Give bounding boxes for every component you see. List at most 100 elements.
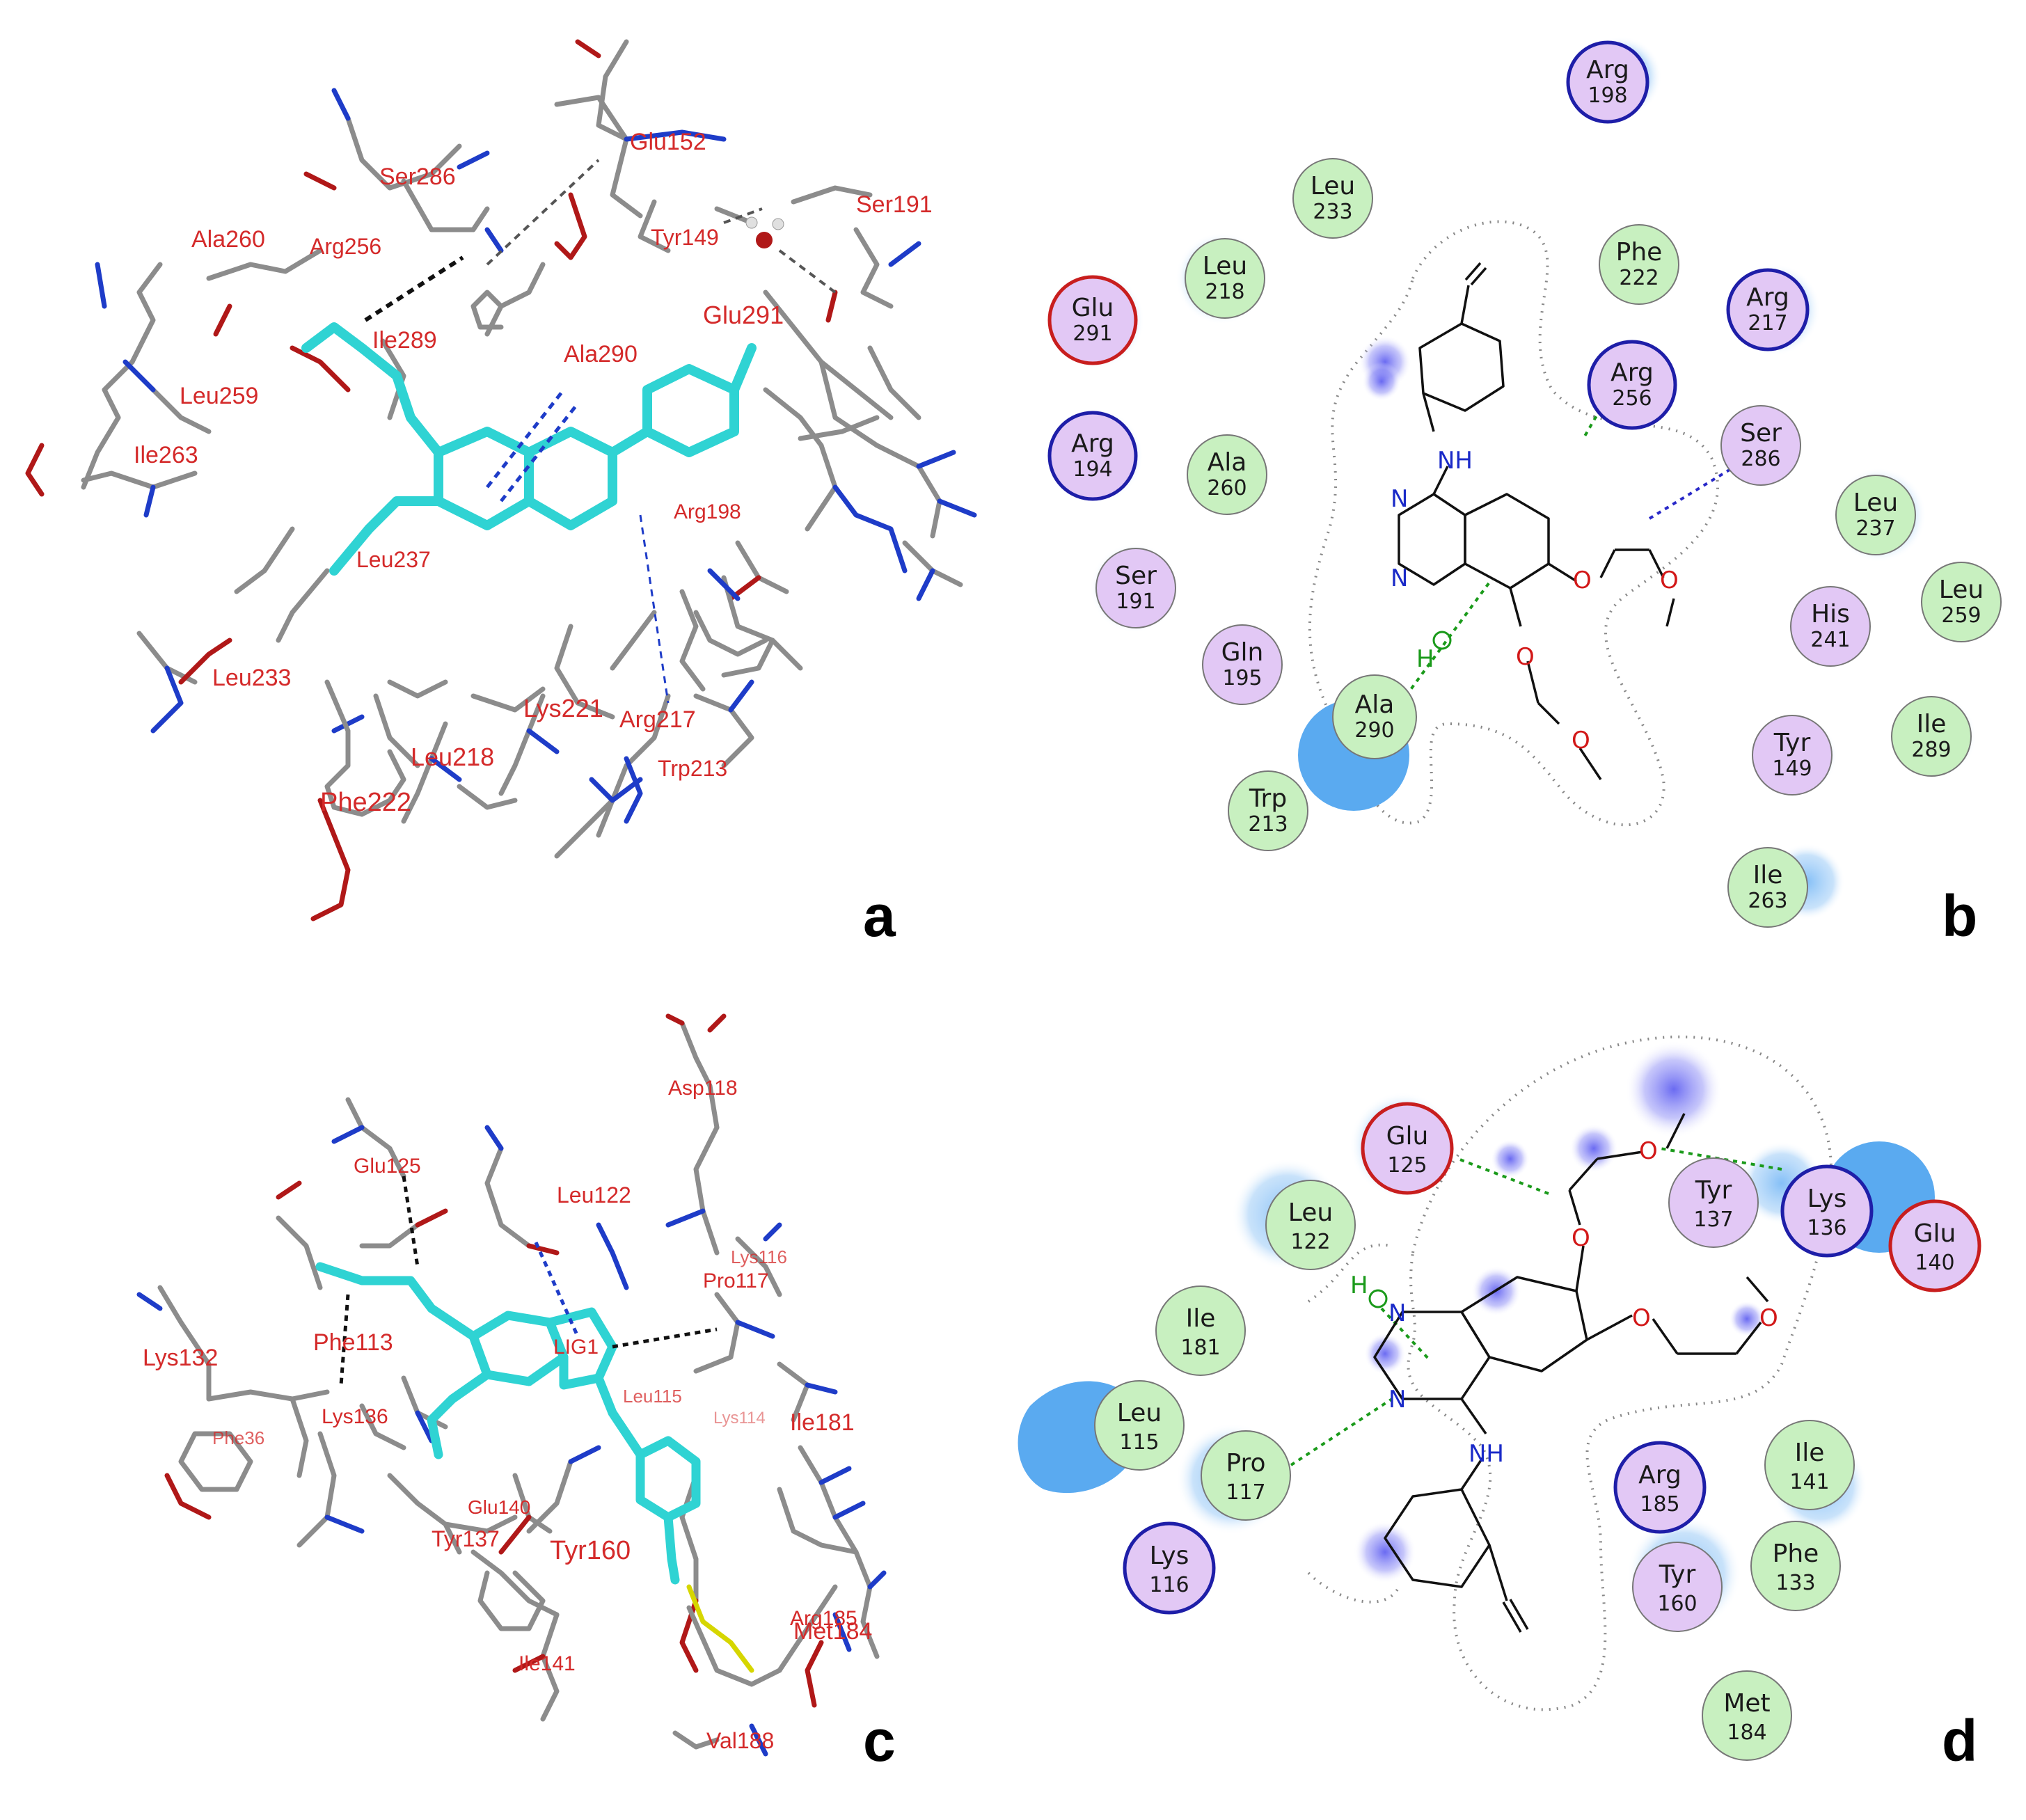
- protein-stick: [554, 192, 587, 260]
- protein-stick: [665, 1013, 685, 1026]
- residue-number: 237: [1855, 516, 1895, 541]
- ligand-chain-a3: [608, 427, 652, 457]
- residue-disc: [1185, 238, 1265, 319]
- protein-stick: [686, 1605, 782, 1687]
- residue-number: 263: [1748, 889, 1787, 913]
- residue-number: 141: [1789, 1470, 1829, 1494]
- residue-number: 259: [1941, 603, 1981, 628]
- residue-disc: [1750, 1521, 1841, 1611]
- residue-disc: [1891, 696, 1972, 777]
- residue-name: Pro: [1226, 1449, 1265, 1478]
- b-atom-o1: O: [1573, 567, 1592, 594]
- label-lys221: Lys221: [523, 694, 603, 722]
- protein-stick: [707, 568, 741, 601]
- residue-number: 149: [1772, 757, 1812, 781]
- residue-disc: [1727, 847, 1808, 928]
- protein-stick: [540, 1612, 560, 1722]
- panel-c-protein-sticks: [136, 1013, 887, 1757]
- protein-stick: [401, 721, 448, 824]
- protein-stick: [526, 1243, 560, 1256]
- residue-name: Arg: [1746, 283, 1789, 312]
- residue-disc: [1361, 1102, 1454, 1195]
- residue-disc: [1202, 624, 1283, 705]
- protein-stick: [777, 1584, 838, 1673]
- residue-ile289: Ile289: [1891, 696, 1972, 777]
- residue-disc: [1566, 40, 1649, 124]
- residue-disc: [1726, 268, 1810, 351]
- label-lys116: Lys116: [731, 1247, 787, 1267]
- panel-letter-b: b: [1942, 883, 1977, 949]
- protein-stick: [345, 116, 462, 191]
- label-tyr160: Tyr160: [550, 1536, 631, 1565]
- residue-number: 125: [1387, 1153, 1427, 1178]
- label-arg256: Arg256: [310, 234, 381, 259]
- protein-stick: [937, 498, 977, 518]
- protein-stick: [818, 1466, 852, 1485]
- label-glu291: Glu291: [703, 301, 784, 329]
- residue-name: Tyr: [1659, 1560, 1696, 1589]
- label-glu152: Glu152: [630, 129, 706, 155]
- protein-stick: [763, 1222, 782, 1242]
- residue-disc: [1764, 1420, 1855, 1510]
- residue-ala260: Ala260: [1187, 434, 1267, 515]
- protein-stick: [359, 1403, 406, 1450]
- residue-number: 290: [1354, 718, 1394, 743]
- residue-name: Ala: [1208, 448, 1247, 477]
- protein-stick: [853, 227, 894, 309]
- residue-disc: [1835, 475, 1916, 555]
- protein-stick: [498, 693, 546, 796]
- residue-name: Leu: [1939, 576, 1984, 604]
- protein-stick: [805, 1640, 824, 1708]
- label-ala290: Ala290: [564, 341, 638, 367]
- residue-disc: [1668, 1157, 1759, 1248]
- residue-leu218: Leu218: [1185, 238, 1265, 319]
- protein-stick: [693, 1292, 741, 1374]
- protein-stick: [150, 387, 212, 434]
- protein-stick: [276, 1180, 302, 1200]
- protein-stick: [888, 241, 921, 267]
- label-pro117: Pro117: [703, 1269, 769, 1292]
- protein-stick: [749, 1723, 768, 1757]
- residue-number: 116: [1149, 1573, 1189, 1597]
- panel-b-pocket-outline: [1308, 220, 1719, 827]
- label-glu140: Glu140: [468, 1496, 530, 1518]
- protein-stick: [415, 1410, 434, 1443]
- residue-met184: Met184: [1702, 1670, 1792, 1761]
- protein-stick: [805, 1382, 838, 1395]
- b-atom-n1: N: [1391, 485, 1408, 513]
- label-trp213: Trp213: [658, 756, 727, 781]
- residue-name: Lys: [1807, 1185, 1847, 1213]
- protein-stick: [276, 568, 330, 643]
- residue-number: 185: [1640, 1492, 1679, 1517]
- residue-disc: [1095, 548, 1176, 628]
- protein-stick: [303, 171, 337, 191]
- residue-phe222: Phe222: [1599, 224, 1679, 305]
- label-lys132: Lys132: [143, 1345, 218, 1371]
- residue-leu237: Leu237: [1835, 475, 1916, 555]
- residue-number: 256: [1612, 386, 1652, 411]
- residue-name: Ile: [1795, 1439, 1825, 1467]
- protein-stick: [136, 1292, 163, 1311]
- residue-number: 291: [1073, 322, 1112, 346]
- residue-number: 140: [1915, 1251, 1954, 1275]
- panel-c-residue-labels: Asp118 Glu125 Leu122 Lys116 Pro117 Lys13…: [143, 1077, 872, 1753]
- protein-stick: [596, 39, 629, 142]
- protein-stick: [387, 679, 448, 699]
- protein-stick: [470, 1549, 560, 1617]
- protein-stick: [387, 1473, 462, 1555]
- protein-stick: [415, 1208, 448, 1228]
- residue-name: Arg: [1071, 429, 1114, 458]
- residue-number: 133: [1775, 1571, 1815, 1595]
- protein-stick: [902, 540, 963, 587]
- panel-letter-a: a: [863, 883, 896, 949]
- panel-c-3d-view: Asp118 Glu125 Leu122 Lys116 Pro117 Lys13…: [136, 1013, 896, 1773]
- residue-name: Arg: [1586, 56, 1629, 84]
- residue-name: Tyr: [1773, 729, 1811, 757]
- panel-letter-d: d: [1942, 1708, 1977, 1773]
- label-glu125: Glu125: [354, 1155, 421, 1178]
- residue-name: His: [1811, 600, 1850, 628]
- ligand-ring-a3: [642, 364, 739, 457]
- protein-stick: [290, 345, 351, 393]
- protein-stick: [686, 1584, 754, 1673]
- d-atom-n1: N: [1388, 1299, 1406, 1327]
